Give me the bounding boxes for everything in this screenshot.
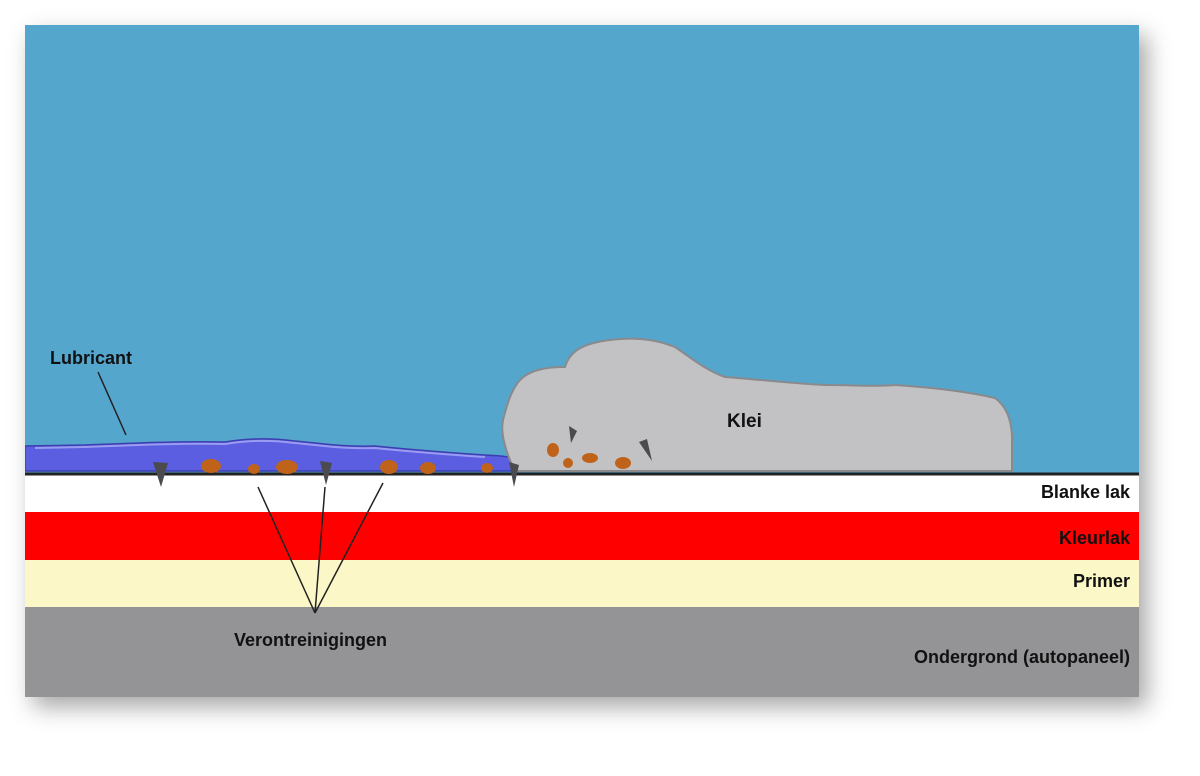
contaminant-particle [582, 453, 598, 463]
substrate-label: Ondergrond (autopaneel) [914, 647, 1130, 667]
contaminants-in-clay [547, 426, 652, 469]
contaminant-shard [639, 439, 652, 461]
contaminants-label: Verontreinigingen [234, 630, 387, 650]
contaminant-particle [420, 462, 436, 474]
contaminant-particle [615, 457, 631, 469]
contaminant-shard [153, 462, 168, 487]
clay-bar [501, 337, 1013, 472]
clear-coat-layer [25, 474, 1139, 512]
substrate-layer [25, 607, 1139, 697]
contaminant-particle [248, 464, 260, 474]
contaminant-shard [569, 426, 577, 443]
contaminant-particle [563, 458, 573, 468]
color-coat-layer [25, 512, 1139, 560]
lubricant-film [25, 438, 532, 472]
contaminant-particle [201, 459, 221, 473]
color-coat-label: Kleurlak [1059, 528, 1131, 548]
contaminants-leader-lines [257, 482, 384, 614]
contaminants-under-lubricant [153, 459, 519, 487]
diagram-frame: Lubricant Klei Blanke lak Kleurlak Prime… [25, 25, 1139, 697]
contaminant-particle [276, 460, 298, 474]
contaminant-shard [509, 462, 519, 487]
contaminant-shard [320, 461, 332, 485]
clear-coat-label: Blanke lak [1041, 482, 1131, 502]
contaminant-particle [547, 443, 559, 457]
lubricant-leader-line [97, 371, 127, 436]
contaminant-particle [481, 463, 493, 473]
lubricant-label: Lubricant [50, 348, 132, 368]
clay-bar-diagram: Lubricant Klei Blanke lak Kleurlak Prime… [25, 25, 1139, 697]
lubricant-highlight [34, 439, 486, 458]
primer-label: Primer [1073, 571, 1130, 591]
primer-layer [25, 560, 1139, 607]
contaminant-particle [380, 460, 398, 474]
clay-label: Klei [727, 411, 762, 432]
